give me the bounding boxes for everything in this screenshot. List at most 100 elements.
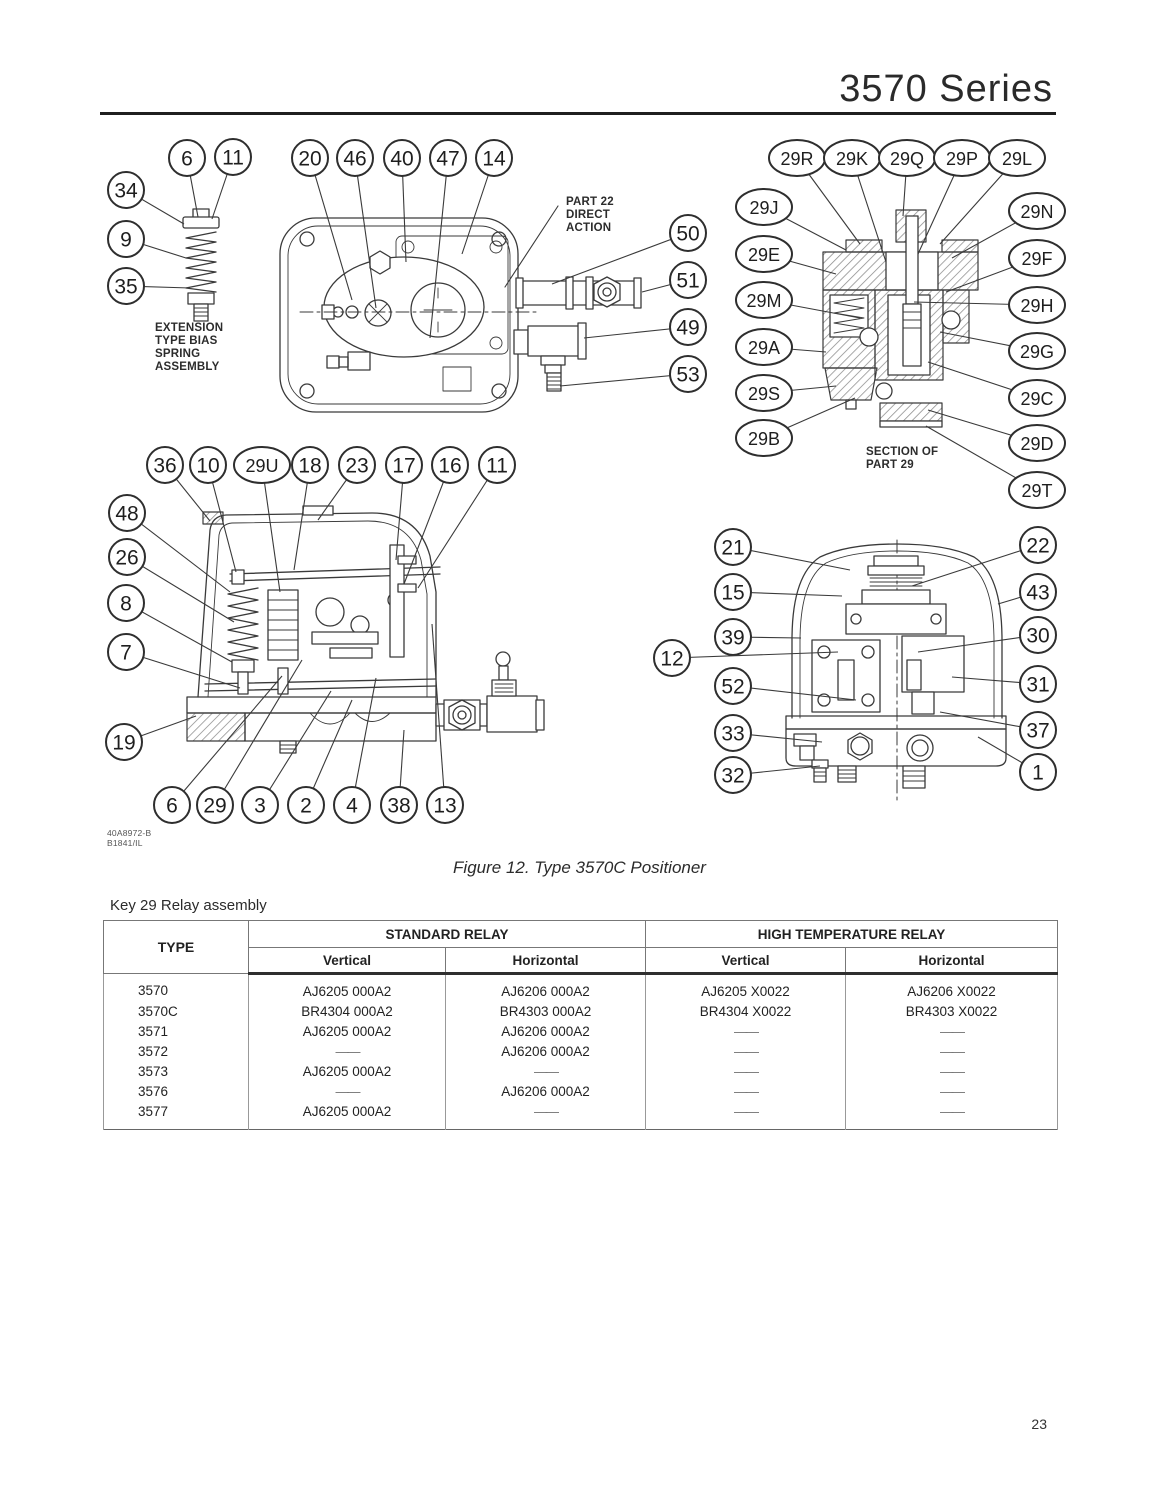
callout-53: 53 xyxy=(559,355,707,393)
svg-text:17: 17 xyxy=(392,455,415,478)
callout-30: 30 xyxy=(917,616,1057,654)
callout-29K: 29K xyxy=(823,139,887,263)
page-title: 3570 Series xyxy=(839,68,1053,110)
relay-part-cell: —— xyxy=(845,1081,1059,1101)
svg-text:12: 12 xyxy=(660,648,683,671)
title-rule xyxy=(100,112,1056,115)
svg-text:29J: 29J xyxy=(749,198,778,218)
callout-6: 6 xyxy=(168,139,206,218)
svg-text:29L: 29L xyxy=(1002,149,1032,169)
svg-text:40: 40 xyxy=(390,148,413,171)
drawing-code: 40A8972-B B1841/IL xyxy=(107,828,152,848)
svg-text:11: 11 xyxy=(222,147,244,170)
svg-text:29E: 29E xyxy=(748,245,780,265)
callout-29R: 29R xyxy=(768,139,861,245)
relay-part-cell: —— xyxy=(248,1081,446,1101)
cover-plate-drawing xyxy=(279,205,642,413)
table-row: 3576——AJ6206 000A2———— xyxy=(103,1081,1059,1101)
section-of-part-29-label: SECTION OF PART 29 xyxy=(866,446,939,471)
callout-2: 2 xyxy=(287,699,353,824)
svg-text:29D: 29D xyxy=(1020,434,1053,454)
relay-part-cell: AJ6206 000A2 xyxy=(444,1081,647,1101)
svg-text:47: 47 xyxy=(436,148,459,171)
relay-section-drawing xyxy=(822,209,979,428)
svg-text:18: 18 xyxy=(298,455,321,478)
svg-text:9: 9 xyxy=(120,229,132,252)
callout-29C: 29C xyxy=(927,361,1066,417)
relay-part-cell: —— xyxy=(444,1101,647,1130)
svg-text:29K: 29K xyxy=(836,149,868,169)
callout-35: 35 xyxy=(107,267,191,305)
svg-text:29: 29 xyxy=(203,795,226,818)
svg-text:29C: 29C xyxy=(1020,389,1053,409)
svg-text:29T: 29T xyxy=(1021,481,1052,501)
svg-text:20: 20 xyxy=(298,148,321,171)
table-key-label: Key 29 Relay assembly xyxy=(110,897,267,914)
column-header-type: TYPE xyxy=(103,920,249,974)
callout-29D: 29D xyxy=(927,409,1066,462)
svg-text:6: 6 xyxy=(166,795,178,818)
svg-text:4: 4 xyxy=(346,795,358,818)
svg-text:10: 10 xyxy=(196,455,219,478)
type-cell: 3571 xyxy=(103,1021,249,1041)
svg-text:36: 36 xyxy=(153,455,176,478)
svg-text:1: 1 xyxy=(1032,762,1044,785)
svg-text:34: 34 xyxy=(114,180,138,203)
svg-text:53: 53 xyxy=(676,364,699,387)
callout-22: 22 xyxy=(911,526,1057,587)
callout-32: 32 xyxy=(714,756,821,794)
svg-text:29Q: 29Q xyxy=(890,149,924,169)
relay-part-cell: AJ6205 000A2 xyxy=(248,973,446,1001)
svg-text:21: 21 xyxy=(721,537,744,560)
relay-part-cell: AJ6206 000A2 xyxy=(444,1021,647,1041)
svg-text:29R: 29R xyxy=(780,149,813,169)
type-cell: 3573 xyxy=(103,1061,249,1081)
relay-part-cell: —— xyxy=(645,1021,847,1041)
relay-part-cell: —— xyxy=(845,1021,1059,1041)
relay-part-cell: —— xyxy=(645,1081,847,1101)
callout-46: 46 xyxy=(336,139,377,309)
callout-29N: 29N xyxy=(951,192,1066,259)
svg-text:29H: 29H xyxy=(1020,296,1053,316)
svg-text:16: 16 xyxy=(438,455,461,478)
svg-text:29P: 29P xyxy=(946,149,978,169)
callout-43: 43 xyxy=(997,573,1057,611)
svg-text:49: 49 xyxy=(676,317,699,340)
callout-34: 34 xyxy=(107,171,185,225)
svg-text:29F: 29F xyxy=(1021,249,1052,269)
relay-part-cell: —— xyxy=(248,1041,446,1061)
callout-4: 4 xyxy=(333,677,377,824)
svg-text:51: 51 xyxy=(676,270,699,293)
svg-text:48: 48 xyxy=(115,503,138,526)
callout-15: 15 xyxy=(714,573,843,611)
callout-19: 19 xyxy=(105,715,197,761)
positioner-section-drawing xyxy=(186,505,545,754)
svg-text:22: 22 xyxy=(1026,535,1049,558)
column-header-std-vertical: Vertical xyxy=(248,947,446,975)
callout-31: 31 xyxy=(951,665,1057,703)
callout-29J: 29J xyxy=(735,188,847,251)
relay-part-cell: —— xyxy=(845,1061,1059,1081)
callout-29S: 29S xyxy=(735,374,837,412)
svg-text:30: 30 xyxy=(1026,625,1049,648)
svg-text:7: 7 xyxy=(120,642,132,665)
svg-text:29S: 29S xyxy=(748,384,780,404)
callout-48: 48 xyxy=(108,494,231,593)
svg-text:35: 35 xyxy=(114,276,137,299)
bias-spring-label: EXTENSION TYPE BIAS SPRING ASSEMBLY xyxy=(155,322,224,373)
positioner-exterior-drawing xyxy=(785,539,1007,801)
part-22-direct-action-label: PART 22 DIRECT ACTION xyxy=(566,196,614,234)
svg-text:3: 3 xyxy=(254,795,266,818)
callout-20: 20 xyxy=(291,139,353,301)
svg-text:2: 2 xyxy=(300,795,312,818)
callout-29L: 29L xyxy=(939,139,1046,245)
callout-18: 18 xyxy=(291,446,329,571)
type-cell: 3577 xyxy=(103,1101,249,1130)
relay-part-cell: AJ6205 X0022 xyxy=(645,973,847,1001)
callout-10: 10 xyxy=(189,446,237,573)
